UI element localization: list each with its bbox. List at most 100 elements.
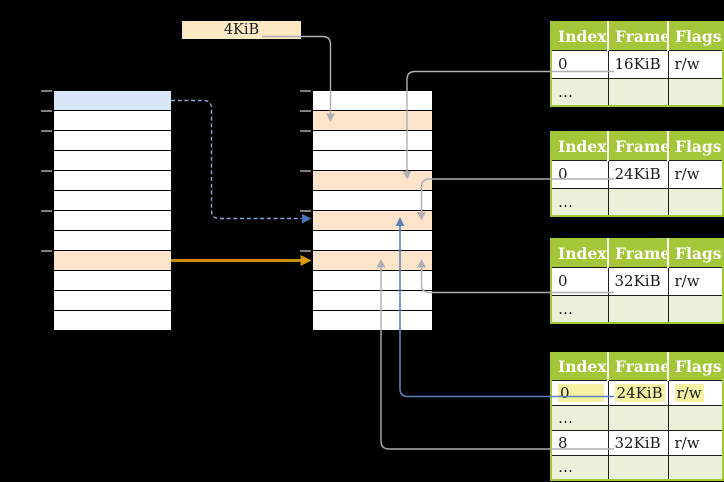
memory-row-white (313, 310, 432, 330)
column-header-index: Index (551, 22, 609, 51)
table-cell: 0 (551, 380, 609, 406)
column-header-index: Index (551, 239, 609, 268)
table-row-ellipsis: … (551, 78, 723, 106)
table-row: 8 32KiB r/w (551, 430, 723, 456)
table-cell (668, 188, 723, 216)
connector-virtual-page-orange-arrow (171, 255, 312, 266)
table-cell: … (551, 295, 609, 323)
table-cell (608, 78, 669, 106)
memory-row-white (54, 170, 171, 190)
table-cell: r/w (668, 267, 723, 296)
highlighted-cell: 0 (558, 383, 604, 402)
address-tick (300, 130, 311, 132)
connector-virtual-page-dashed-arrow (171, 99, 312, 224)
column-header-index: Index (551, 132, 609, 161)
table-cell: … (551, 455, 609, 480)
column-header-flags: Flags (668, 22, 723, 51)
memory-row-white (54, 230, 171, 250)
table-cell (608, 188, 669, 216)
column-header-frame: Frame (608, 353, 669, 381)
address-tick (41, 130, 52, 132)
memory-row-white (54, 310, 171, 330)
table-cell: 24KiB (608, 160, 669, 189)
highlighted-cell: 24KiB (614, 383, 665, 402)
memory-row-white (313, 270, 432, 290)
table-row-ellipsis: … (551, 295, 723, 323)
table-header-row: Index Frame Flags (551, 132, 723, 161)
table-cell: r/w (668, 50, 723, 79)
table-cell: 16KiB (608, 50, 669, 79)
address-tick (41, 110, 52, 112)
address-tick (41, 210, 52, 212)
address-tick (300, 90, 311, 92)
memory-row-white (313, 290, 432, 310)
memory-row-white (54, 270, 171, 290)
table-cell: … (551, 405, 609, 431)
table-cell: r/w (668, 160, 723, 189)
table-row-ellipsis: … (551, 405, 723, 431)
column-header-index: Index (551, 353, 609, 381)
table-header-row: Index Frame Flags (551, 353, 723, 381)
virtual-memory-column (53, 90, 172, 331)
table-cell: 24KiB (608, 380, 669, 406)
table-cell (608, 455, 669, 480)
address-tick (300, 250, 311, 252)
table-cell (668, 295, 723, 323)
memory-row-orange (313, 170, 432, 190)
table-row-ellipsis: … (551, 188, 723, 216)
memory-row-white (54, 150, 171, 170)
memory-row-white (54, 110, 171, 130)
memory-row-white (313, 230, 432, 250)
address-tick (41, 170, 52, 172)
memory-row-white (54, 210, 171, 230)
page-size-label-box: 4KiB (182, 21, 301, 39)
memory-row-orange (313, 110, 432, 130)
table-cell: 8 (551, 430, 609, 456)
highlighted-cell: r/w (674, 383, 704, 402)
memory-row-blue (54, 91, 171, 110)
memory-row-orange (313, 210, 432, 230)
memory-row-white (54, 190, 171, 210)
table-cell: 32KiB (608, 267, 669, 296)
memory-row-white (54, 130, 171, 150)
table-cell: r/w (668, 430, 723, 456)
memory-row-white (313, 150, 432, 170)
address-tick (41, 250, 52, 252)
table-cell: 32KiB (608, 430, 669, 456)
column-header-frame: Frame (608, 239, 669, 268)
page-table-4: Index Frame Flags 0 24KiB r/w … 8 32KiB … (550, 352, 724, 481)
table-cell: 0 (551, 50, 609, 79)
table-row: 0 24KiB r/w (551, 160, 723, 189)
column-header-flags: Flags (668, 132, 723, 161)
column-header-frame: Frame (608, 22, 669, 51)
table-row-highlighted: 0 24KiB r/w (551, 380, 723, 406)
page-table-1: Index Frame Flags 0 16KiB r/w … (550, 21, 724, 107)
table-header-row: Index Frame Flags (551, 239, 723, 268)
table-row-ellipsis: … (551, 455, 723, 480)
memory-row-white (54, 290, 171, 310)
table-cell: r/w (668, 380, 723, 406)
address-tick (300, 170, 311, 172)
memory-row-orange (313, 250, 432, 270)
column-header-frame: Frame (608, 132, 669, 161)
table-cell (668, 405, 723, 431)
table-row: 0 16KiB r/w (551, 50, 723, 79)
table-cell: … (551, 188, 609, 216)
memory-row-white (313, 91, 432, 110)
table-cell: 0 (551, 160, 609, 189)
address-tick (300, 110, 311, 112)
memory-row-white (313, 130, 432, 150)
column-header-flags: Flags (668, 353, 723, 381)
page-table-2: Index Frame Flags 0 24KiB r/w … (550, 131, 724, 217)
table-row: 0 32KiB r/w (551, 267, 723, 296)
memory-row-orange (54, 250, 171, 270)
table-header-row: Index Frame Flags (551, 22, 723, 51)
table-cell: 0 (551, 267, 609, 296)
column-header-flags: Flags (668, 239, 723, 268)
memory-row-white (313, 190, 432, 210)
table-cell (608, 405, 669, 431)
table-cell (668, 455, 723, 480)
physical-memory-column (312, 90, 433, 331)
address-tick (300, 210, 311, 212)
